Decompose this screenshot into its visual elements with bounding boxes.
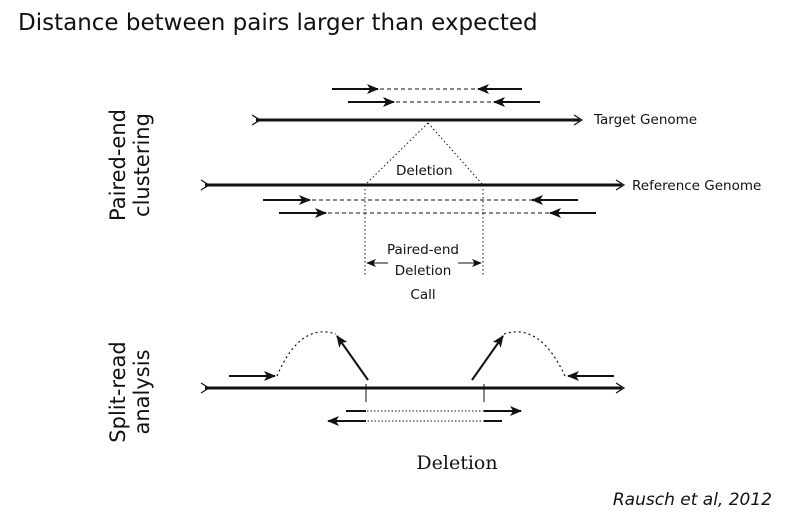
split-read-deletion-span [327,406,522,426]
split-read-arc [503,331,566,377]
split-read-genome-line [200,382,626,394]
breakpoint-ticks [365,384,485,402]
deletion-call-line2: Deletion [395,263,452,279]
deletion-call-line3: Call [410,287,435,303]
reference-genome-line [200,179,626,191]
split-read-arrow [336,335,369,381]
slide-title: Distance between pairs larger than expec… [18,10,538,36]
target-genome-line [251,114,584,126]
deletion-label-bottom: Deletion [416,452,497,474]
deletion-projection-lines [364,122,484,186]
reference-genome-label: Reference Genome [632,178,761,194]
deletion-call-line1: Paired-end [387,242,459,258]
split-read-arc [276,331,337,377]
split-read-arrow [471,335,504,381]
citation: Rausch et al, 2012 [612,490,772,510]
split-read-left [229,331,369,381]
target-read-pairs [332,84,540,107]
deletion-boundary-lines [364,185,484,275]
deletion-label-top: Deletion [396,163,453,179]
split-read-right [471,331,614,381]
reference-read-pairs [263,195,596,218]
target-genome-label: Target Genome [593,112,697,128]
